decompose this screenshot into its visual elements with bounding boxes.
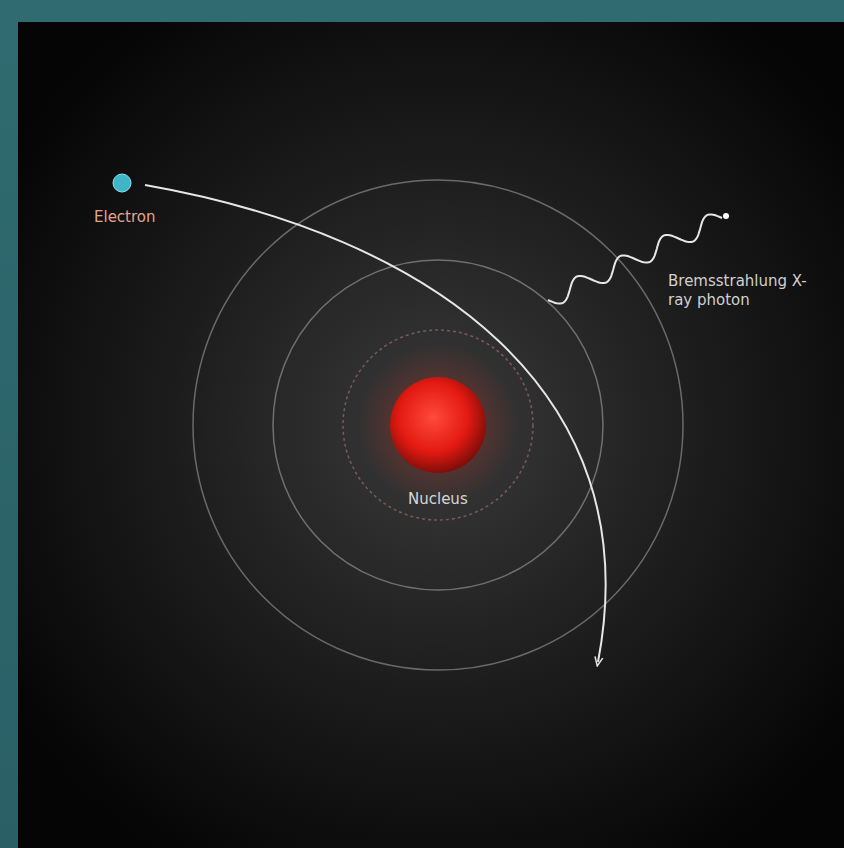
node-label: Nucleus [408, 490, 468, 508]
photon-tip [723, 213, 729, 219]
nucleus-sphere [390, 377, 486, 473]
orbit-ring [193, 180, 683, 670]
photon-wave [548, 214, 722, 303]
photon-label: Bremsstrahlung X-ray photon [668, 272, 818, 310]
electron-path [145, 185, 606, 662]
nucleus-node: Nucleus [408, 490, 468, 508]
nucleus-glow [358, 345, 518, 505]
electron-dot [113, 174, 131, 192]
electron-node: Electron [94, 208, 156, 226]
orbit-ring [343, 330, 533, 520]
orbit-ring [273, 260, 603, 590]
node-label: Electron [94, 208, 156, 226]
